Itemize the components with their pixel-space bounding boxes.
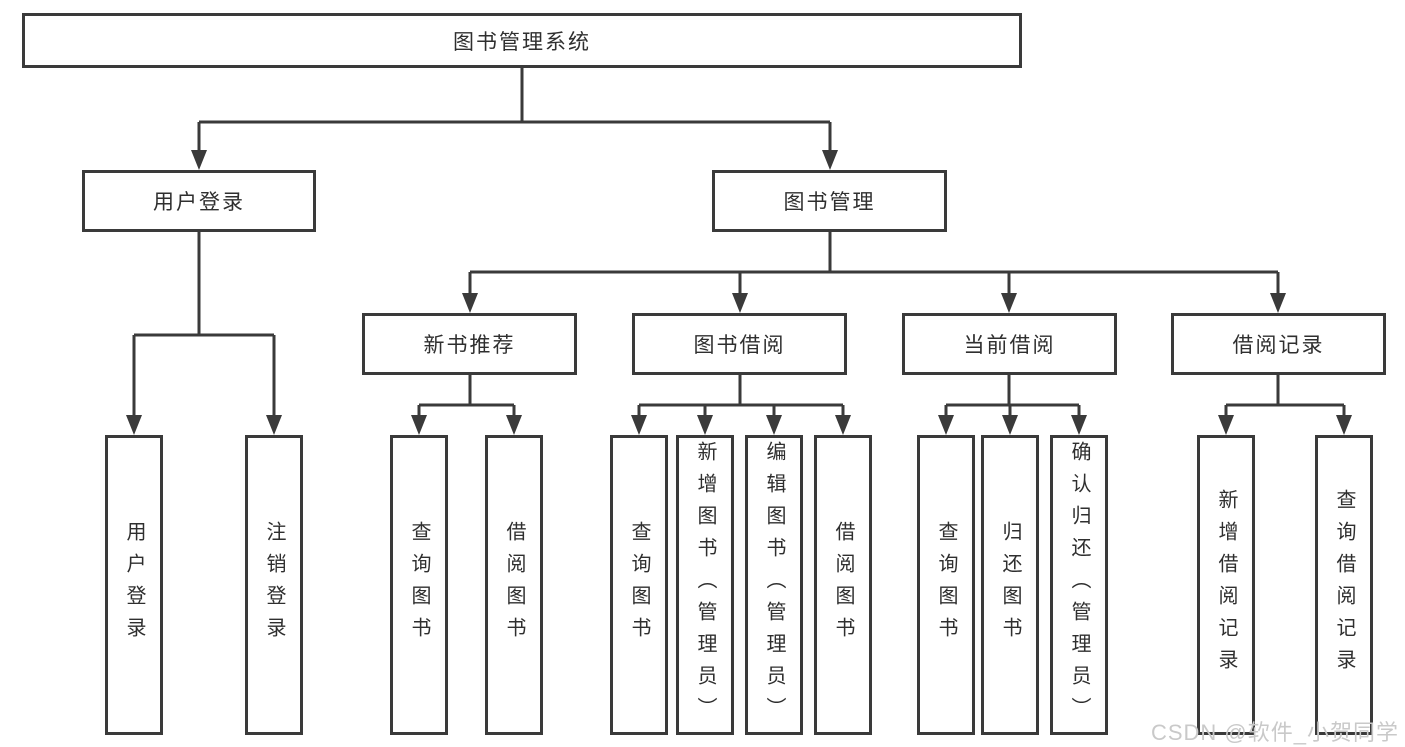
leaf-edit-books-admin: 编辑图书（管理员） (745, 435, 803, 735)
leaf-query-books-1: 查询图书 (390, 435, 448, 735)
node-library-management-system: 图书管理系统 (22, 13, 1022, 68)
node-current-borrowing: 当前借阅 (902, 313, 1117, 375)
node-new-book-recommendation: 新书推荐 (362, 313, 577, 375)
node-book-management: 图书管理 (712, 170, 947, 232)
leaf-add-borrow-record: 新增借阅记录 (1197, 435, 1255, 735)
leaf-logout: 注销登录 (245, 435, 303, 735)
leaf-return-books: 归还图书 (981, 435, 1039, 735)
leaf-confirm-return-admin: 确认归还（管理员） (1050, 435, 1108, 735)
leaf-user-login: 用户登录 (105, 435, 163, 735)
leaf-borrow-books-2: 借阅图书 (814, 435, 872, 735)
leaf-query-books-2: 查询图书 (610, 435, 668, 735)
watermark: CSDN @软件_小贺同学 (1150, 720, 1399, 745)
node-book-borrowing: 图书借阅 (632, 313, 847, 375)
arrowheads (126, 150, 1352, 435)
leaf-borrow-books-1: 借阅图书 (485, 435, 543, 735)
node-borrowing-records: 借阅记录 (1171, 313, 1386, 375)
leaf-add-books-admin: 新增图书（管理员） (676, 435, 734, 735)
node-user-login: 用户登录 (82, 170, 316, 232)
leaf-query-borrow-record: 查询借阅记录 (1315, 435, 1373, 735)
leaf-query-books-3: 查询图书 (917, 435, 975, 735)
